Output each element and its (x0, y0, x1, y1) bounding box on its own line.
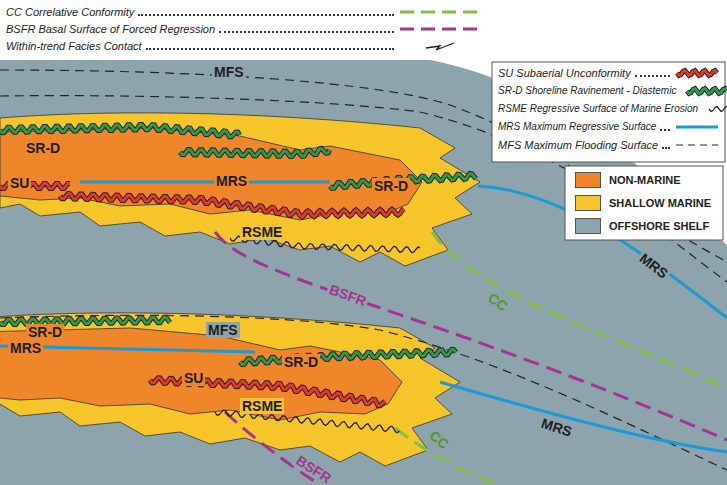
wavy-surface (180, 149, 330, 157)
legend-sample (398, 6, 482, 18)
legend-text: SR-D Shoreline Ravinement - Diastemic (498, 84, 676, 98)
wavy-surface (687, 89, 727, 94)
surface-label: RSME (240, 398, 284, 414)
wavy-surface (60, 194, 404, 217)
surface-label: SR-D (24, 140, 62, 156)
legend-text: CC Correlative Conformity (6, 5, 134, 19)
legend-row: Within-trend Facies Contact (6, 39, 482, 53)
legend-sample (398, 40, 482, 52)
dotted-leader (219, 25, 394, 33)
wavy-surface (0, 125, 240, 137)
legend-sample (674, 121, 720, 133)
wave-outline (180, 149, 330, 157)
surface-label: SU (8, 175, 31, 191)
legend-swatch (575, 172, 601, 188)
legend-text: MRS Maximum Regressive Surface (498, 120, 656, 134)
legend-text: OFFSHORE SHELF (609, 220, 709, 232)
legend-text: SHALLOW MARINE (609, 197, 711, 209)
wavy-surface (677, 71, 717, 76)
wave-outline (60, 194, 404, 217)
legend-row: OFFSHORE SHELF (575, 218, 709, 234)
legend-sample (684, 85, 727, 97)
lower-wedge (0, 313, 460, 466)
legend-panel (492, 62, 725, 162)
legend-row: NON-MARINE (575, 172, 681, 188)
surface-label: MFS (212, 64, 246, 80)
surface-label: SR-D (372, 178, 410, 194)
legend-text: BSFR Basal Surface of Forced Regression (6, 22, 215, 36)
legend-row: SU Subaerial Unconformity (498, 66, 720, 80)
wave-outline (0, 125, 240, 137)
facies-legend-panel (565, 166, 723, 240)
legend-row: SHALLOW MARINE (575, 195, 711, 211)
dotted-leader (635, 69, 670, 77)
legend-sample (398, 23, 482, 35)
legend-text: NON-MARINE (609, 174, 681, 186)
surface-label: SR-D (282, 354, 320, 370)
legend-sample (706, 103, 727, 115)
surface-label: MRS (214, 173, 249, 189)
wavy-surface (240, 349, 456, 364)
wavy-surfaces (0, 125, 476, 433)
legend-text: SU Subaerial Unconformity (498, 66, 631, 80)
surface-label: SR-D (26, 324, 64, 340)
legend-row: SR-D Shoreline Ravinement - Diastemic (498, 84, 720, 98)
dotted-leader (146, 42, 394, 50)
wave-outline (687, 89, 727, 94)
legend-swatch (575, 195, 601, 211)
legend-row: MRS Maximum Regressive Surface (498, 120, 720, 134)
surface-label: MFS (206, 322, 240, 338)
legend-row: RSME Regressive Surface of Marine Erosio… (498, 102, 720, 116)
upper-wedge (0, 113, 480, 266)
legend-sample (674, 67, 720, 79)
legend-text: MFS Maximum Flooding Surface (498, 138, 658, 152)
legend-sample (674, 139, 720, 151)
surface-label: RSME (240, 224, 284, 240)
legend-row: MFS Maximum Flooding Surface (498, 138, 720, 152)
wave-outline (240, 349, 456, 364)
wave-outline (677, 71, 717, 76)
legend-text: RSME Regressive Surface of Marine Erosio… (498, 102, 698, 116)
dotted-leader (138, 8, 394, 16)
surface-label: MRS (8, 340, 43, 356)
wavy-surface (709, 107, 727, 112)
dotted-leader (660, 123, 670, 131)
dotted-leader (662, 141, 670, 149)
surface-label: SU (182, 370, 205, 386)
legend-row: CC Correlative Conformity (6, 5, 482, 19)
legend-swatch (575, 218, 601, 234)
legend-panel (0, 0, 488, 56)
legend-row: BSFR Basal Surface of Forced Regression (6, 22, 482, 36)
legend-text: Within-trend Facies Contact (6, 39, 142, 53)
